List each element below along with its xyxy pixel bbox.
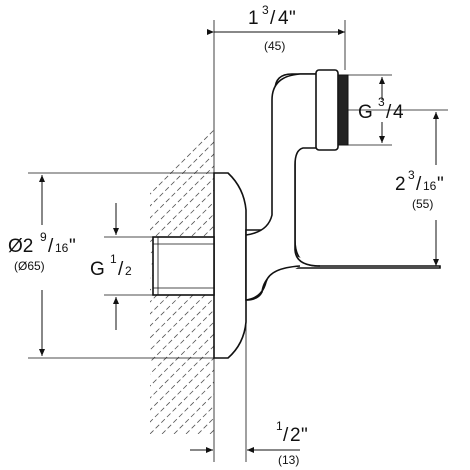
svg-text:/: / — [416, 174, 422, 195]
offset-unit: " — [437, 174, 444, 195]
elbow-fitting — [152, 69, 441, 359]
flange-unit: " — [69, 236, 76, 257]
offset-den: 16 — [423, 179, 437, 193]
depth-metric: (45) — [264, 39, 285, 53]
inlet-thread-prefix: G — [90, 259, 105, 280]
dimension-thread-inlet: G 1 / 2 — [90, 203, 153, 330]
dimension-wall-offset: 1 / 2 " (13) — [190, 322, 308, 467]
offset-metric: (55) — [412, 197, 433, 211]
offset-num: 3 — [408, 168, 415, 182]
offset-whole: 2 — [395, 174, 406, 195]
outlet-thread — [337, 74, 349, 146]
depth-num: 3 — [262, 3, 269, 17]
wall-offset-unit: " — [301, 425, 308, 446]
flange-den: 16 — [55, 241, 69, 255]
wall-offset-metric: (13) — [278, 453, 299, 467]
depth-whole: 1 — [248, 8, 259, 29]
outlet-thread-prefix: G — [358, 102, 373, 123]
flange-num: 9 — [40, 230, 47, 244]
svg-text:/: / — [118, 259, 124, 280]
svg-text:/: / — [48, 236, 54, 257]
outlet-nut — [315, 69, 339, 151]
inlet-thread-stub — [152, 236, 215, 296]
inlet-thread-den: 2 — [125, 264, 132, 278]
wall-offset-num: 1 — [276, 419, 283, 433]
outlet-thread-num: 3 — [378, 95, 385, 109]
wall-offset-den: 2 — [290, 425, 301, 446]
depth-den: 4 — [278, 8, 289, 29]
dimension-offset: 2 3 / 16 " (55) — [348, 109, 448, 266]
flange-metric: (Ø65) — [14, 259, 45, 273]
depth-unit: " — [289, 8, 296, 29]
rosette-flange — [213, 172, 247, 359]
svg-text:/: / — [386, 102, 392, 123]
dimension-flange-diameter: Ø2 9 / 16 " (Ø65) — [8, 172, 228, 359]
flange-whole: Ø2 — [8, 236, 33, 257]
svg-text:/: / — [270, 8, 276, 29]
svg-text:/: / — [283, 425, 289, 446]
dimension-depth: 1 3 / 4 " (45) — [207, 3, 346, 70]
inlet-thread-num: 1 — [110, 252, 117, 266]
dimension-thread-outlet: G 3 / 4 — [348, 74, 404, 146]
outlet-thread-den: 4 — [393, 102, 404, 123]
